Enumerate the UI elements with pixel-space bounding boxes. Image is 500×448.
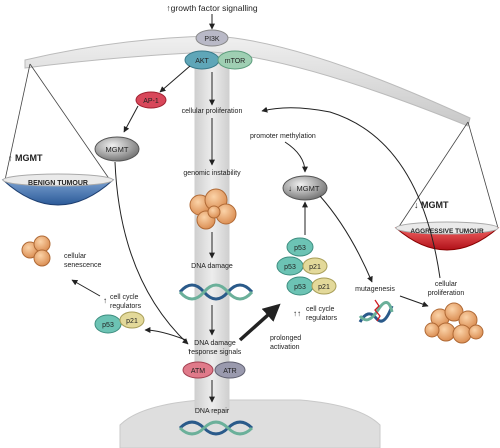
response-up-arrow: ↑	[187, 346, 192, 356]
svg-text:MGMT: MGMT	[106, 145, 129, 154]
mgmt-left-node: MGMT	[94, 136, 140, 162]
aggressive-pan	[394, 121, 500, 251]
prolonged-label-2: activation	[270, 344, 300, 351]
svg-text:p53: p53	[284, 264, 296, 271]
scale-base	[119, 399, 381, 448]
cell-cluster-center	[189, 188, 237, 230]
cell-cycle-mid-1: cell cycle	[306, 306, 335, 313]
akt-node: AKT	[184, 50, 220, 70]
cell-cycle-mid-2: regulators	[306, 315, 338, 322]
up-mgmt-arrow: ↑	[8, 153, 13, 163]
svg-text:ATR: ATR	[223, 368, 236, 375]
dna-repair-label: DNA repair	[195, 408, 230, 415]
dna-damage-response-label-2: response signals	[189, 349, 242, 356]
cellular-prolif-right-2: proliferation	[428, 290, 465, 297]
cell-cycle-left-arrow: ↑	[103, 296, 107, 305]
cellular-senescence-1: cellular	[64, 253, 87, 260]
svg-text:ATM: ATM	[191, 368, 205, 375]
cellular-senescence-2: senescence	[64, 262, 101, 269]
dna-helix-center	[178, 283, 254, 301]
prolonged-label-1: prolonged	[270, 335, 301, 342]
dna-damage-response-label-1: DNA damage	[194, 340, 236, 347]
svg-text:p21: p21	[309, 264, 321, 271]
cell-cycle-left-2: regulators	[110, 303, 142, 310]
cell-cycle-left-1: cell cycle	[110, 294, 139, 301]
svg-text:AP-1: AP-1	[143, 98, 159, 105]
atm-node: ATM	[182, 361, 214, 379]
prolonged-activation-arrow	[238, 303, 281, 342]
mutagenesis-label: mutagenesis	[355, 286, 395, 293]
growth-factor-label: ↑growth factor signalling	[166, 3, 257, 13]
p53-left-node: p53	[94, 314, 122, 334]
scale-beam	[24, 35, 471, 127]
dna-helix-bottom	[178, 420, 254, 436]
svg-text:PI3K: PI3K	[204, 36, 220, 43]
mgmt-right-node: ↓ MGMT	[282, 175, 328, 201]
cell-cycle-mid-arrows: ↑↑	[293, 309, 301, 318]
p21-left-node: p21	[119, 311, 145, 329]
p21-mid-bottom-node: p21	[311, 277, 337, 295]
up-mgmt-label: MGMT	[15, 153, 43, 163]
mtor-node: mTOR	[217, 50, 253, 70]
aggressive-tumour-label: AGGRESSIVE TUMOUR	[410, 228, 484, 235]
svg-text:MGMT: MGMT	[297, 184, 320, 193]
svg-text:p53: p53	[102, 322, 114, 329]
cell-cluster-left	[21, 235, 51, 267]
dna-helix-mutated	[358, 299, 394, 323]
ap1-node: AP-1	[135, 91, 167, 109]
svg-text:p53: p53	[294, 245, 306, 252]
p53-mid-top-node: p53	[286, 237, 314, 257]
atr-node: ATR	[214, 361, 246, 379]
pi3k-node: PI3K	[195, 29, 229, 47]
cellular-prolif-right-1: cellular	[435, 281, 458, 288]
p53-mid-bottom-node: p53	[286, 276, 314, 296]
p21-mid-right-node: p21	[302, 257, 328, 275]
cellular-proliferation-label: cellular proliferation	[182, 108, 243, 115]
cell-cluster-right	[424, 302, 484, 344]
dna-damage-label: DNA damage	[191, 263, 233, 270]
benign-pan	[1, 63, 115, 206]
down-mgmt-arrow: ↓	[414, 200, 419, 210]
svg-text:p21: p21	[318, 284, 330, 291]
mgmt-right-arrow: ↓	[288, 184, 292, 193]
p53-mid-left-node: p53	[276, 256, 304, 276]
down-mgmt-label: MGMT	[421, 200, 449, 210]
svg-text:mTOR: mTOR	[225, 58, 245, 65]
svg-text:AKT: AKT	[195, 58, 209, 65]
promoter-methylation-label: promoter methylation	[250, 133, 316, 140]
genomic-instability-label: genomic instability	[183, 170, 241, 177]
svg-text:p53: p53	[294, 284, 306, 291]
benign-tumour-label: BENIGN TUMOUR	[28, 180, 88, 187]
svg-text:p21: p21	[126, 318, 138, 325]
